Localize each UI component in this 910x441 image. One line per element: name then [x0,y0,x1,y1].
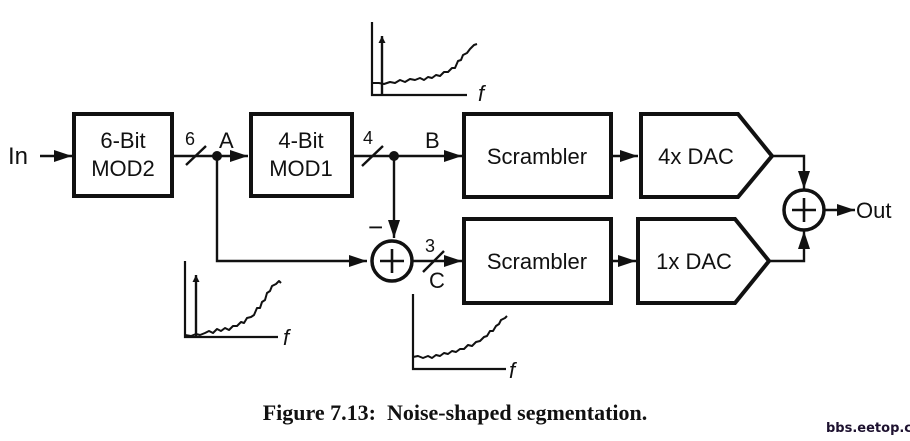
node-a-label: A [219,128,234,153]
scrambler-top-label: Scrambler [487,144,587,169]
spectrum-a-f-label: f [283,325,292,350]
output-summer [782,188,826,232]
mod2-line1: 6-Bit [100,128,145,153]
spectrum-b-plot: f [370,22,487,106]
dac-1x-label: 1x DAC [656,249,732,274]
dac-4x-label: 4x DAC [658,144,734,169]
node-b-label: B [425,128,440,153]
output-label: Out [856,198,891,223]
spectrum-a-plot: f [183,261,292,350]
scrambler-bottom-label: Scrambler [487,249,587,274]
dac-1x-block: 1x DAC [636,217,772,305]
figure-caption: Figure 7.13: Noise-shaped segmentation. [263,400,648,425]
spectrum-b-f-label: f [478,81,487,106]
subtract-sign: − [368,212,383,242]
scrambler-top-block: Scrambler [462,112,613,199]
input-label: In [8,143,28,170]
bus-a-slash [185,145,207,166]
mod1-block: 4-Bit MOD1 [249,112,354,198]
spectrum-a-noise-curve [184,280,282,337]
bus-a-width: 6 [185,129,195,149]
node-c-label: C [429,268,445,293]
mod2-block: 6-Bit MOD2 [72,112,174,198]
mod2-line2: MOD2 [91,156,155,181]
dac-4x-block: 4x DAC [639,112,775,199]
spectrum-a-axes [183,261,278,339]
bus-c-slash [422,250,445,273]
scrambler-bottom-block: Scrambler [462,217,613,305]
spectrum-b-noise-curve [372,43,478,85]
bus-b-width: 4 [363,128,373,148]
dac-4x-output-wire [772,154,810,189]
spectrum-c-f-label: f [509,358,518,383]
spectrum-b-axes [370,22,467,97]
spectrum-c-axes [411,294,506,371]
feedforward-a-wire [215,156,367,267]
error-summer [370,239,414,283]
mod1-line1: 4-Bit [278,128,323,153]
bus-b-slash [361,145,384,167]
mod1-line2: MOD1 [269,156,333,181]
watermark: bbs.eetop.cn [826,421,910,436]
dac-1x-output-wire [769,231,810,263]
spectrum-c-plot: f [411,294,518,383]
bus-c-width: 3 [425,236,435,256]
spectrum-c-noise-curve [412,315,508,359]
